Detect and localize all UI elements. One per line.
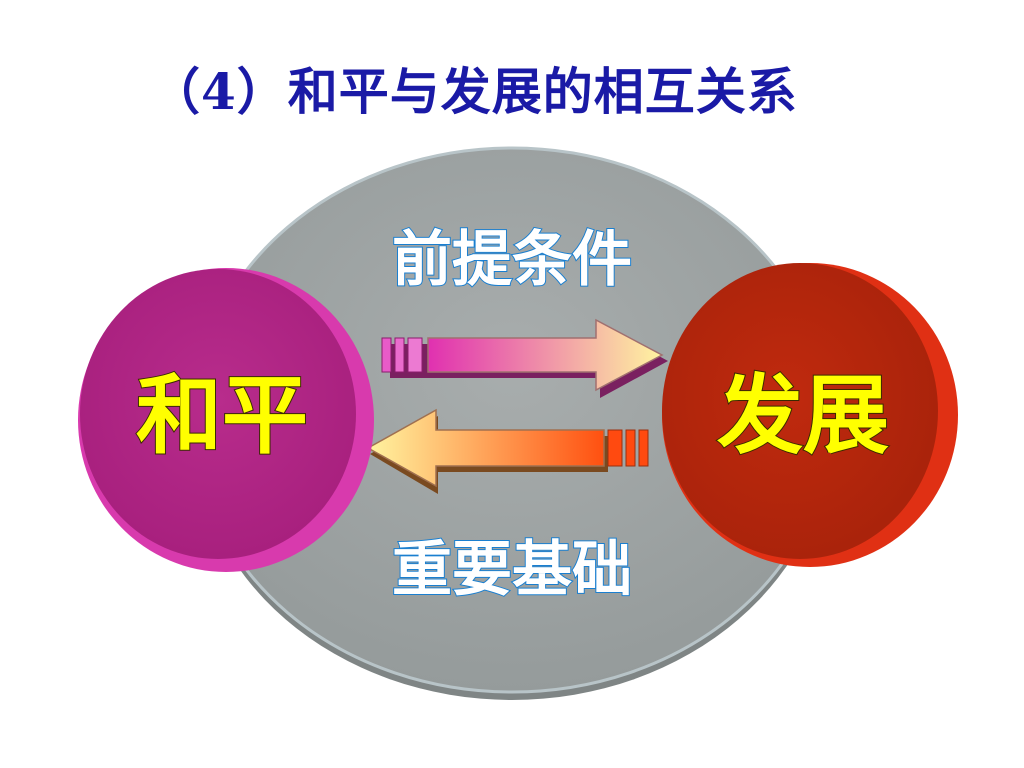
right-node-label: 发展: [717, 365, 889, 466]
arrow-right: [381, 318, 668, 398]
bottom-label: 重要基础: [392, 535, 632, 605]
slide-title: （4）和平与发展的相互关系: [150, 62, 798, 121]
top-label: 前提条件: [392, 225, 632, 295]
left-node: 和平: [78, 268, 374, 572]
left-node-label: 和平: [136, 365, 308, 466]
right-node: 发展: [662, 263, 958, 567]
arrow-left: [366, 408, 649, 494]
